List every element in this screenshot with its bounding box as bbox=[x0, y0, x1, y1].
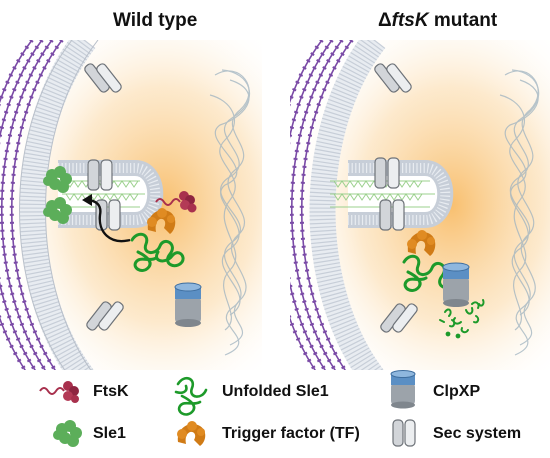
wild-type-title: Wild type bbox=[113, 10, 198, 31]
unfolded-sle1-mutant bbox=[402, 254, 456, 292]
sec-system-septum-upper-mutant bbox=[374, 157, 400, 189]
chromosome-dna-mutant bbox=[499, 69, 540, 356]
clpxp-mutant bbox=[442, 262, 470, 307]
peptidoglycan-cell-wall-mutant bbox=[290, 40, 354, 370]
sle1-secreted-upper bbox=[43, 166, 72, 193]
legend-unfolded-sle1-label: Unfolded Sle1 bbox=[222, 383, 329, 400]
sle1-legend-icon bbox=[53, 420, 82, 447]
sec-system-septum-lower-mutant bbox=[379, 199, 405, 231]
legend-clpxp-label: ClpXP bbox=[433, 383, 481, 400]
legend-sec-system-label: Sec system bbox=[433, 425, 522, 442]
unfolded-sle1-legend-icon bbox=[174, 376, 208, 416]
unfolded-sle1 bbox=[130, 232, 185, 272]
trigger-factor-legend-icon bbox=[177, 421, 206, 446]
sec-system-bottom-mutant bbox=[380, 303, 418, 333]
mutant-title-prefix: Δ bbox=[378, 10, 392, 31]
sec-system-top bbox=[84, 63, 122, 93]
ftsk-legend-icon bbox=[39, 381, 79, 403]
legend-trigger-factor-label: Trigger factor (TF) bbox=[222, 425, 360, 442]
sle1-secreted-lower bbox=[43, 197, 72, 224]
peptidoglycan-cell-wall bbox=[0, 40, 64, 370]
mutant-panel bbox=[290, 40, 550, 370]
septum-mutant bbox=[330, 160, 454, 228]
clpxp-legend-icon bbox=[390, 370, 416, 409]
legend-sle1-label: Sle1 bbox=[93, 425, 126, 442]
wild-type-panel bbox=[0, 40, 262, 370]
legend-ftsk-label: FtsK bbox=[93, 383, 129, 400]
export-arrow bbox=[82, 194, 131, 243]
mutant-title: ΔftsK mutant bbox=[378, 10, 497, 32]
trigger-factor bbox=[147, 208, 176, 234]
panel-divider bbox=[262, 40, 290, 370]
sec-system-bottom bbox=[86, 301, 124, 331]
sec-system-top-mutant bbox=[374, 63, 412, 93]
trigger-factor-mutant bbox=[407, 230, 436, 256]
chromosome-dna bbox=[209, 69, 251, 356]
clpxp bbox=[174, 282, 202, 327]
cell-membrane-mutant bbox=[309, 40, 386, 370]
degraded-sle1-fragments bbox=[439, 299, 485, 339]
septum bbox=[58, 160, 164, 228]
mutant-title-gene: ftsK bbox=[391, 10, 429, 31]
sec-system-septum-upper bbox=[87, 159, 113, 191]
mutant-title-suffix: mutant bbox=[428, 10, 498, 31]
ftsk-protein bbox=[155, 191, 197, 213]
sec-system-legend-icon bbox=[392, 419, 416, 447]
